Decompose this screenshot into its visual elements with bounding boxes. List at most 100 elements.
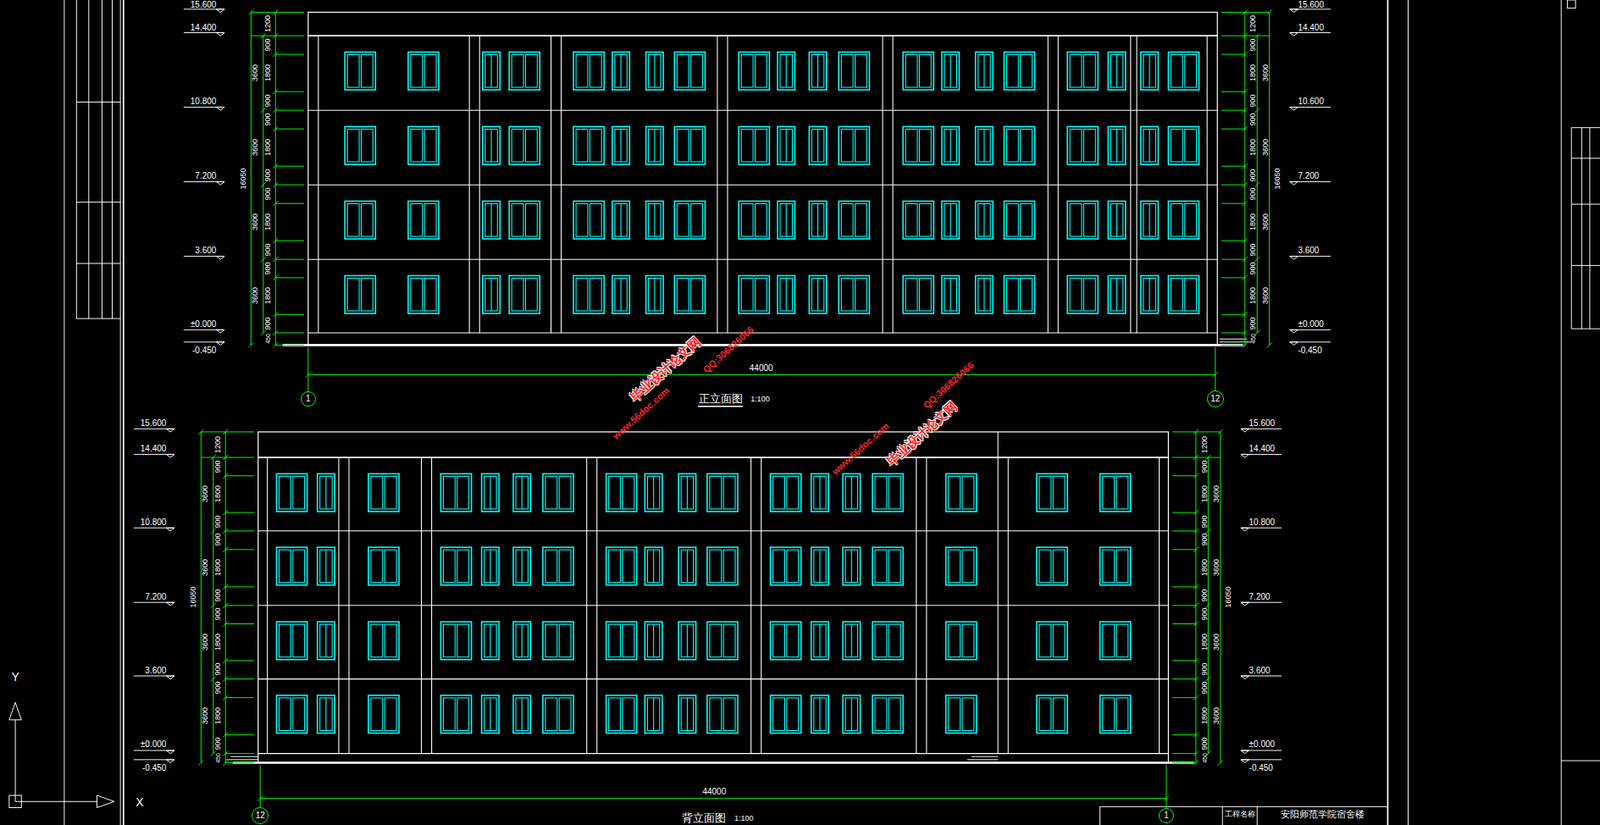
window (509, 275, 540, 314)
window-pane (608, 697, 621, 731)
table-line (76, 201, 121, 203)
extension-line (1221, 54, 1246, 56)
window-pane (278, 476, 291, 510)
dimension-tick (1267, 342, 1273, 348)
window-pane (944, 277, 957, 311)
window-pane (978, 128, 991, 162)
elevation-symbol (1289, 33, 1299, 37)
window-mullion (819, 476, 820, 510)
extension-line (1172, 697, 1196, 698)
axis-line (260, 764, 261, 809)
window (606, 695, 637, 734)
elevation-symbol (1240, 602, 1250, 606)
window-pane (1170, 203, 1183, 237)
dimension-text: 450 (1201, 752, 1207, 764)
window (408, 200, 439, 239)
dimension-text: 900 (213, 459, 222, 473)
window (678, 473, 696, 512)
window (738, 126, 770, 165)
window (674, 51, 705, 90)
pilaster-line (1129, 35, 1131, 333)
dimension-text: 1800 (1249, 138, 1257, 156)
window-pane (845, 549, 858, 583)
window-pane (680, 549, 693, 583)
window (1067, 275, 1098, 314)
window (678, 621, 696, 660)
window-mullion (491, 203, 493, 237)
window-mullion (950, 203, 952, 237)
pilaster-line (1206, 35, 1208, 333)
axis-bubble: 12 (251, 807, 269, 825)
elevation-mark: 7.200 (1249, 592, 1271, 602)
dimension-text: 450 (264, 333, 271, 344)
window-mullion (491, 54, 493, 88)
window-pane (1069, 128, 1082, 162)
dimension-text: 16050 (1273, 167, 1282, 189)
window (513, 695, 531, 734)
window-mullion (851, 697, 853, 731)
window-pane (608, 549, 621, 583)
watermark: www.56doc.com (830, 420, 891, 477)
dimension-line (260, 797, 1167, 799)
dimension-tick (210, 528, 216, 534)
window-pane (485, 128, 498, 162)
window (276, 621, 307, 660)
window-pane (1020, 128, 1033, 162)
window-pane (948, 549, 961, 583)
dimension-text: 1800 (1200, 559, 1208, 576)
title-block-text: 工程名称 (1224, 810, 1256, 819)
table-line (101, 0, 103, 319)
dimension-tick (210, 603, 216, 609)
window-mullion (786, 54, 787, 88)
extension-line (225, 659, 255, 661)
elevation-mark: 10.600 (1297, 97, 1324, 106)
extension-line (275, 35, 305, 37)
window-mullion (1149, 54, 1151, 88)
window (811, 473, 829, 512)
elevation-symbol (1240, 750, 1250, 754)
window (573, 275, 604, 314)
extension-line (1221, 276, 1246, 278)
window-mullion (950, 128, 952, 162)
pilaster-line (1007, 457, 1009, 754)
window-pane (347, 54, 360, 88)
elevation-mark: -0.450 (1249, 764, 1274, 773)
extension-line (225, 734, 255, 736)
extension-line (1221, 240, 1246, 242)
elevation-mark: 10.800 (190, 97, 217, 106)
window-pane (944, 203, 957, 237)
window-pane (680, 697, 693, 731)
window-pane (442, 624, 455, 658)
table-line (1571, 157, 1600, 159)
window-pane (370, 476, 383, 510)
window-pane (1006, 203, 1019, 237)
dimension-text: 3600 (201, 485, 210, 503)
window (344, 126, 376, 165)
dimension-line (1195, 431, 1196, 764)
dimension-text: 900 (1200, 663, 1208, 676)
window-pane (647, 476, 659, 510)
window (902, 200, 934, 239)
extension-line (1221, 203, 1246, 205)
extension-line (275, 332, 305, 333)
elevation-symbol (215, 9, 225, 13)
dimension-text: 1200 (263, 15, 272, 33)
dimension-text: 1200 (1249, 15, 1257, 33)
dimension-text: 450 (1250, 333, 1257, 344)
window (838, 51, 870, 90)
dimension-text: 900 (1200, 589, 1208, 603)
window-pane (575, 203, 588, 237)
window-pane (1083, 277, 1096, 311)
window-pane (1069, 203, 1082, 237)
dimension-text: 1800 (213, 485, 222, 503)
pilaster-line (337, 457, 339, 754)
window-pane (614, 54, 627, 88)
window (440, 695, 471, 734)
window-pane (888, 549, 901, 583)
window-pane (962, 476, 975, 510)
window (368, 695, 399, 734)
extension-line (1172, 475, 1196, 477)
pilaster-line (317, 35, 319, 333)
table-line (76, 263, 121, 265)
window-pane (384, 549, 397, 583)
